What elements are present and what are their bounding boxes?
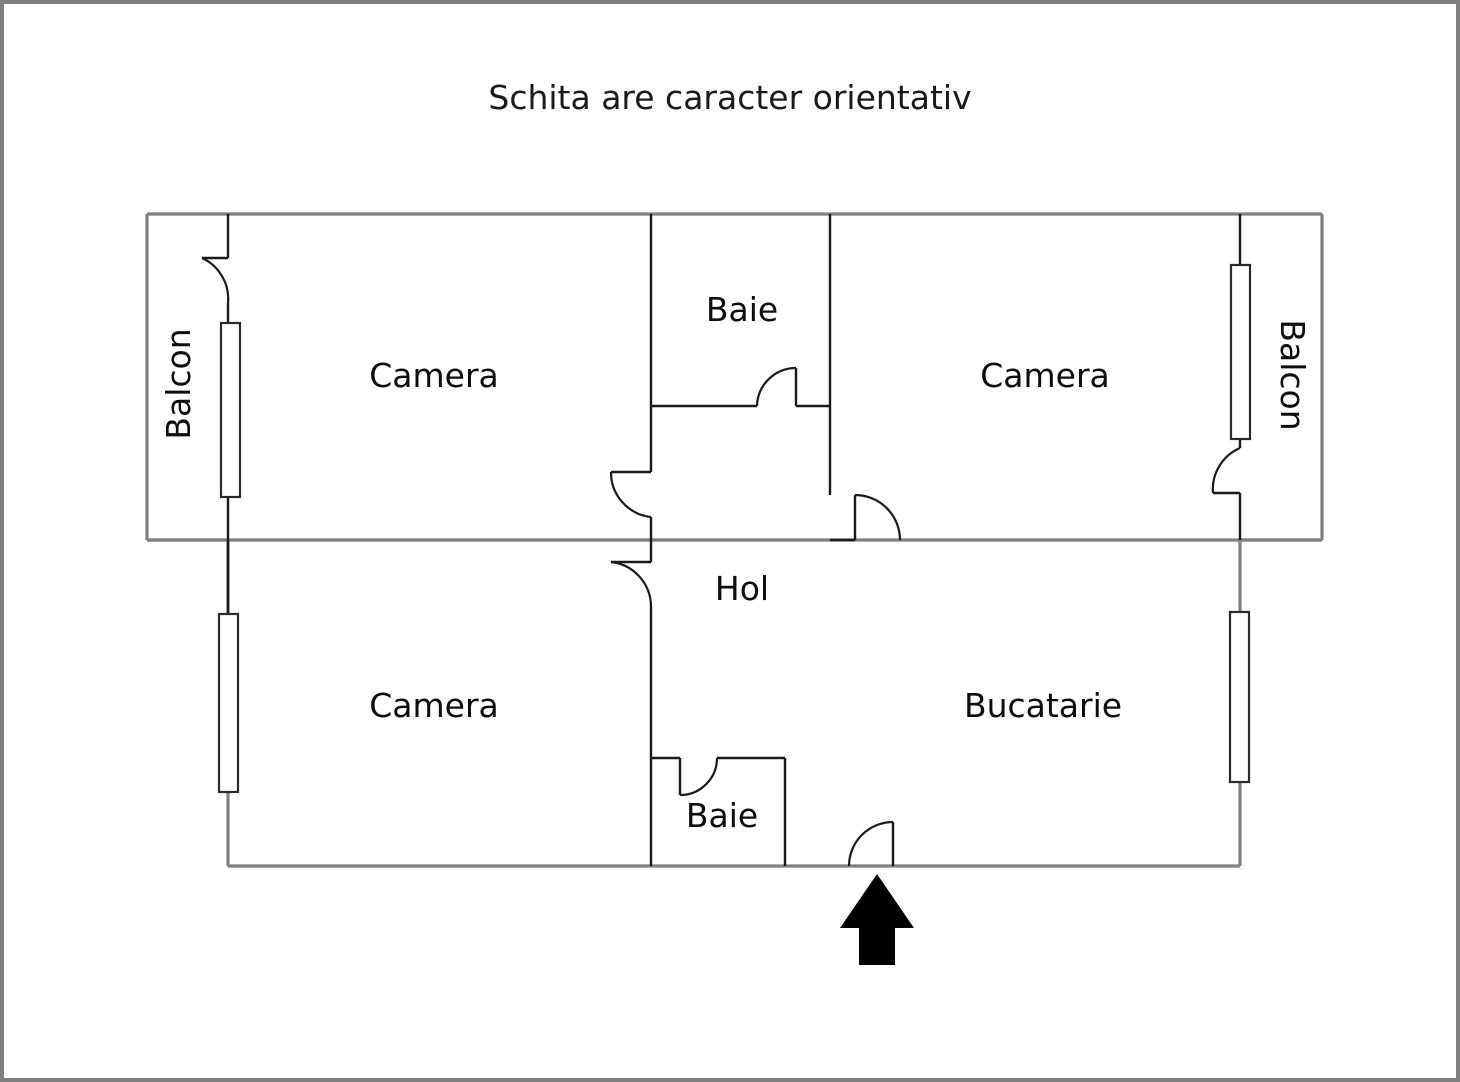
door-arc-hall-lower — [610, 560, 653, 608]
room-label-camera-top-left: Camera — [369, 356, 499, 395]
door-arc-balcony-left — [201, 257, 230, 304]
balcony-left-group: Balcon — [159, 214, 242, 628]
door-arc-bathroom-top — [755, 366, 797, 407]
door-arc-balcony-right — [1211, 446, 1241, 494]
entrance-direction-arrow — [840, 874, 914, 965]
balcony-right-group: Balcon — [1211, 263, 1312, 495]
door-arc-entrance — [847, 820, 894, 867]
room-label-bathroom-top: Baie — [706, 290, 778, 329]
bathroom-top-group: Baie — [651, 214, 832, 408]
door-arc-hall-upper — [609, 471, 652, 519]
camera-top-right-group: Camera — [828, 214, 1242, 542]
room-label-balcony-right: Balcon — [1273, 319, 1312, 430]
camera-top-left-group: Camera — [369, 214, 653, 540]
room-label-camera-bottom-left: Camera — [369, 686, 499, 725]
room-label-hallway: Hol — [715, 569, 769, 608]
camera-bottom-left-group: Camera — [217, 540, 653, 866]
door-arc-bathroom-bottom — [679, 757, 719, 797]
room-label-camera-top-right: Camera — [980, 356, 1110, 395]
window-kitchen — [1228, 610, 1251, 784]
door-arc-camera-topright — [854, 493, 902, 541]
room-label-kitchen: Bucatarie — [964, 686, 1122, 725]
arrow-shape — [840, 874, 914, 965]
hallway-group: Hol — [609, 470, 769, 758]
page-title: Schita are caracter orientativ — [488, 78, 971, 117]
outer-walls — [145, 212, 1324, 868]
room-label-balcony-left: Balcon — [159, 328, 198, 439]
window-balcony-left — [219, 321, 242, 499]
window-balcony-right — [1229, 263, 1252, 441]
window-camera-bottom-left — [217, 612, 240, 794]
kitchen-group: Bucatarie — [964, 610, 1251, 784]
main-entrance-door — [847, 820, 895, 867]
room-label-bathroom-bottom: Baie — [686, 796, 758, 835]
bathroom-bottom-group: Baie — [651, 756, 787, 866]
